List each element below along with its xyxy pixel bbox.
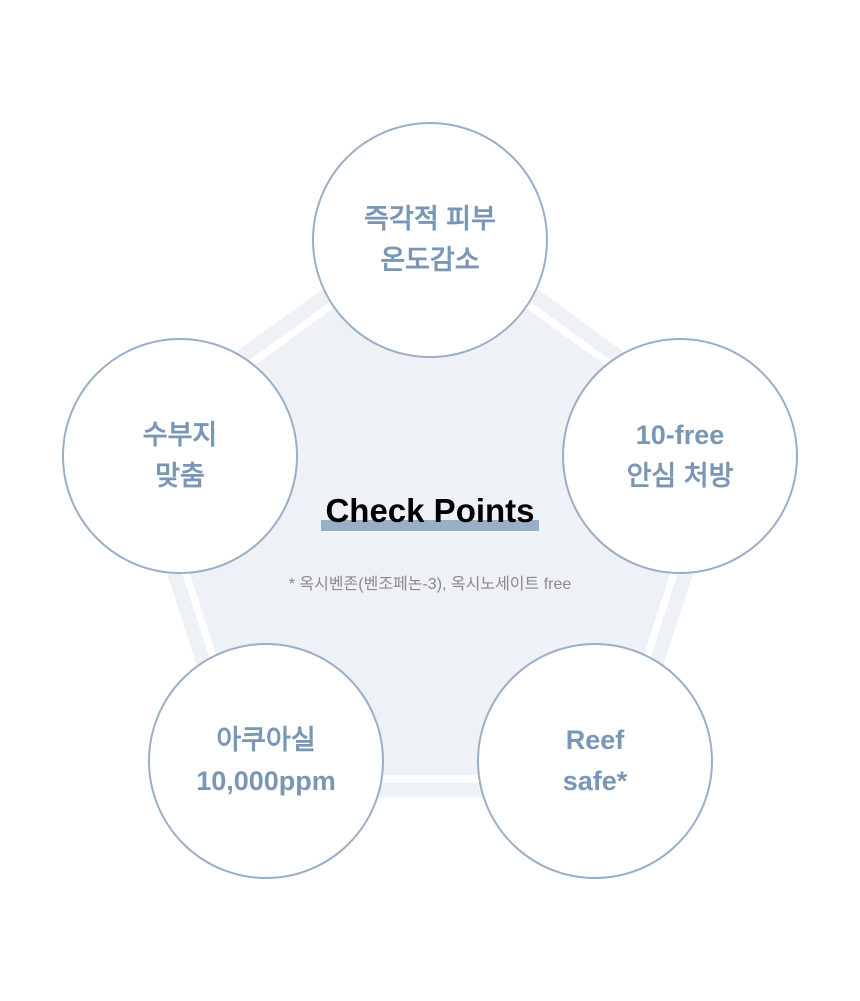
point-reef-safe: Reef safe* bbox=[477, 643, 713, 879]
title: Check Points bbox=[321, 492, 539, 531]
point-line1: 즉각적 피부 bbox=[364, 204, 496, 234]
point-line2: 온도감소 bbox=[380, 245, 480, 275]
point-line1: 아쿠아실 bbox=[216, 725, 316, 755]
point-line2: 안심 처방 bbox=[626, 461, 734, 491]
point-cooling: 즉각적 피부 온도감소 bbox=[312, 122, 548, 358]
point-line1: Reef bbox=[565, 725, 625, 755]
footnote: * 옥시벤존(벤조페논-3), 옥시노세이트 free bbox=[288, 576, 572, 593]
point-line1: 수부지 bbox=[142, 420, 218, 450]
point-line2: 맞춤 bbox=[155, 461, 205, 491]
title-wrap: Check Points bbox=[0, 492, 860, 531]
pentagon-inner-fill bbox=[147, 238, 713, 776]
point-aquasil: 아쿠아실 10,000ppm bbox=[148, 643, 384, 879]
point-10-free: 10-free 안심 처방 bbox=[562, 338, 798, 574]
point-line2: safe* bbox=[562, 766, 628, 796]
point-line1: 10-free bbox=[635, 420, 725, 450]
point-line2: 10,000ppm bbox=[196, 766, 336, 796]
point-oily-dry-skin: 수부지 맞춤 bbox=[62, 338, 298, 574]
